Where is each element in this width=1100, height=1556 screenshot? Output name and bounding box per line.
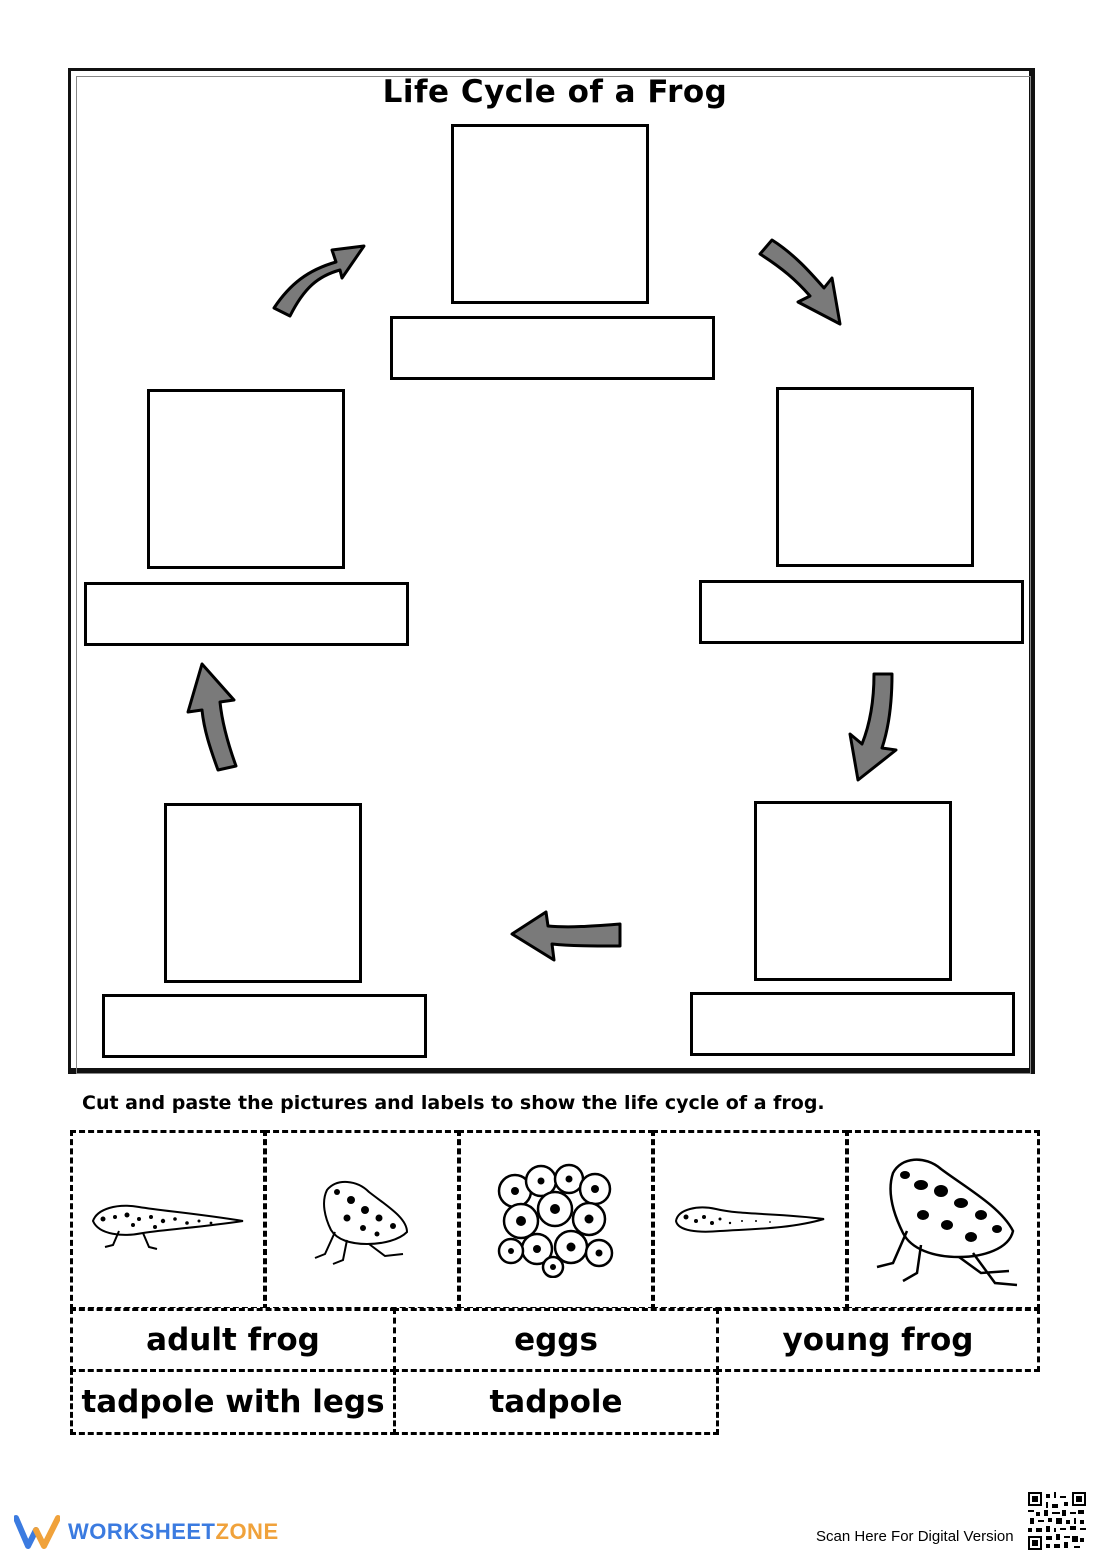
cycle-label-box-bottom-right[interactable] — [690, 992, 1015, 1056]
cutout-label-card[interactable]: adult frog — [70, 1308, 396, 1372]
cutout-label-card[interactable]: tadpole with legs — [70, 1369, 396, 1435]
cycle-arrow-bottom-left-icon — [510, 910, 622, 962]
cycle-picture-box-top[interactable] — [451, 124, 649, 304]
cycle-label-box-top[interactable] — [390, 316, 715, 380]
cycle-arrow-right-down-icon — [848, 672, 898, 782]
instructions-text: Cut and paste the pictures and labels to… — [82, 1092, 825, 1114]
cutout-label-card[interactable]: eggs — [393, 1308, 719, 1372]
cycle-label-box-right[interactable] — [699, 580, 1024, 644]
cutout-picture-card-5[interactable] — [846, 1130, 1040, 1310]
cutout-label-card[interactable]: young frog — [716, 1308, 1040, 1372]
cycle-arrow-left-up-icon — [186, 662, 238, 772]
cycle-picture-box-right[interactable] — [776, 387, 974, 567]
adult-frog-drawing-icon — [876, 1158, 1018, 1287]
small-frog-drawing-icon — [314, 1181, 409, 1265]
young-frog-drawing-icon — [91, 1204, 244, 1250]
scan-instruction-text: Scan Here For Digital Version — [816, 1528, 1014, 1545]
worksheetzone-w-icon — [14, 1515, 60, 1549]
frog-eggs-drawing-icon — [497, 1163, 614, 1278]
cycle-label-box-left[interactable] — [84, 582, 409, 646]
cycle-picture-box-left[interactable] — [147, 389, 345, 569]
page-title: Life Cycle of a Frog — [382, 74, 728, 110]
cycle-arrow-top-right-icon — [758, 238, 842, 326]
cycle-arrow-top-left-icon — [272, 244, 366, 318]
cutout-picture-card-1[interactable] — [70, 1130, 266, 1310]
worksheet-frame — [68, 68, 1035, 1074]
cutout-label-card[interactable]: tadpole — [393, 1369, 719, 1435]
worksheet-frame-inner — [76, 76, 1031, 1074]
cycle-picture-box-bottom-right[interactable] — [754, 801, 952, 981]
cycle-picture-box-bottom-left[interactable] — [164, 803, 362, 983]
qr-code-icon[interactable] — [1028, 1492, 1086, 1550]
cycle-label-box-bottom-left[interactable] — [102, 994, 427, 1058]
cutout-picture-card-2[interactable] — [264, 1130, 460, 1310]
cutout-picture-card-3[interactable] — [458, 1130, 654, 1310]
cutout-picture-card-4[interactable] — [652, 1130, 848, 1310]
brand-name-part2: ZONE — [215, 1519, 279, 1544]
tadpole-drawing-icon — [674, 1206, 825, 1233]
worksheetzone-logo: WORKSHEETZONE — [14, 1514, 279, 1550]
brand-name-part1: WORKSHEET — [68, 1519, 216, 1544]
